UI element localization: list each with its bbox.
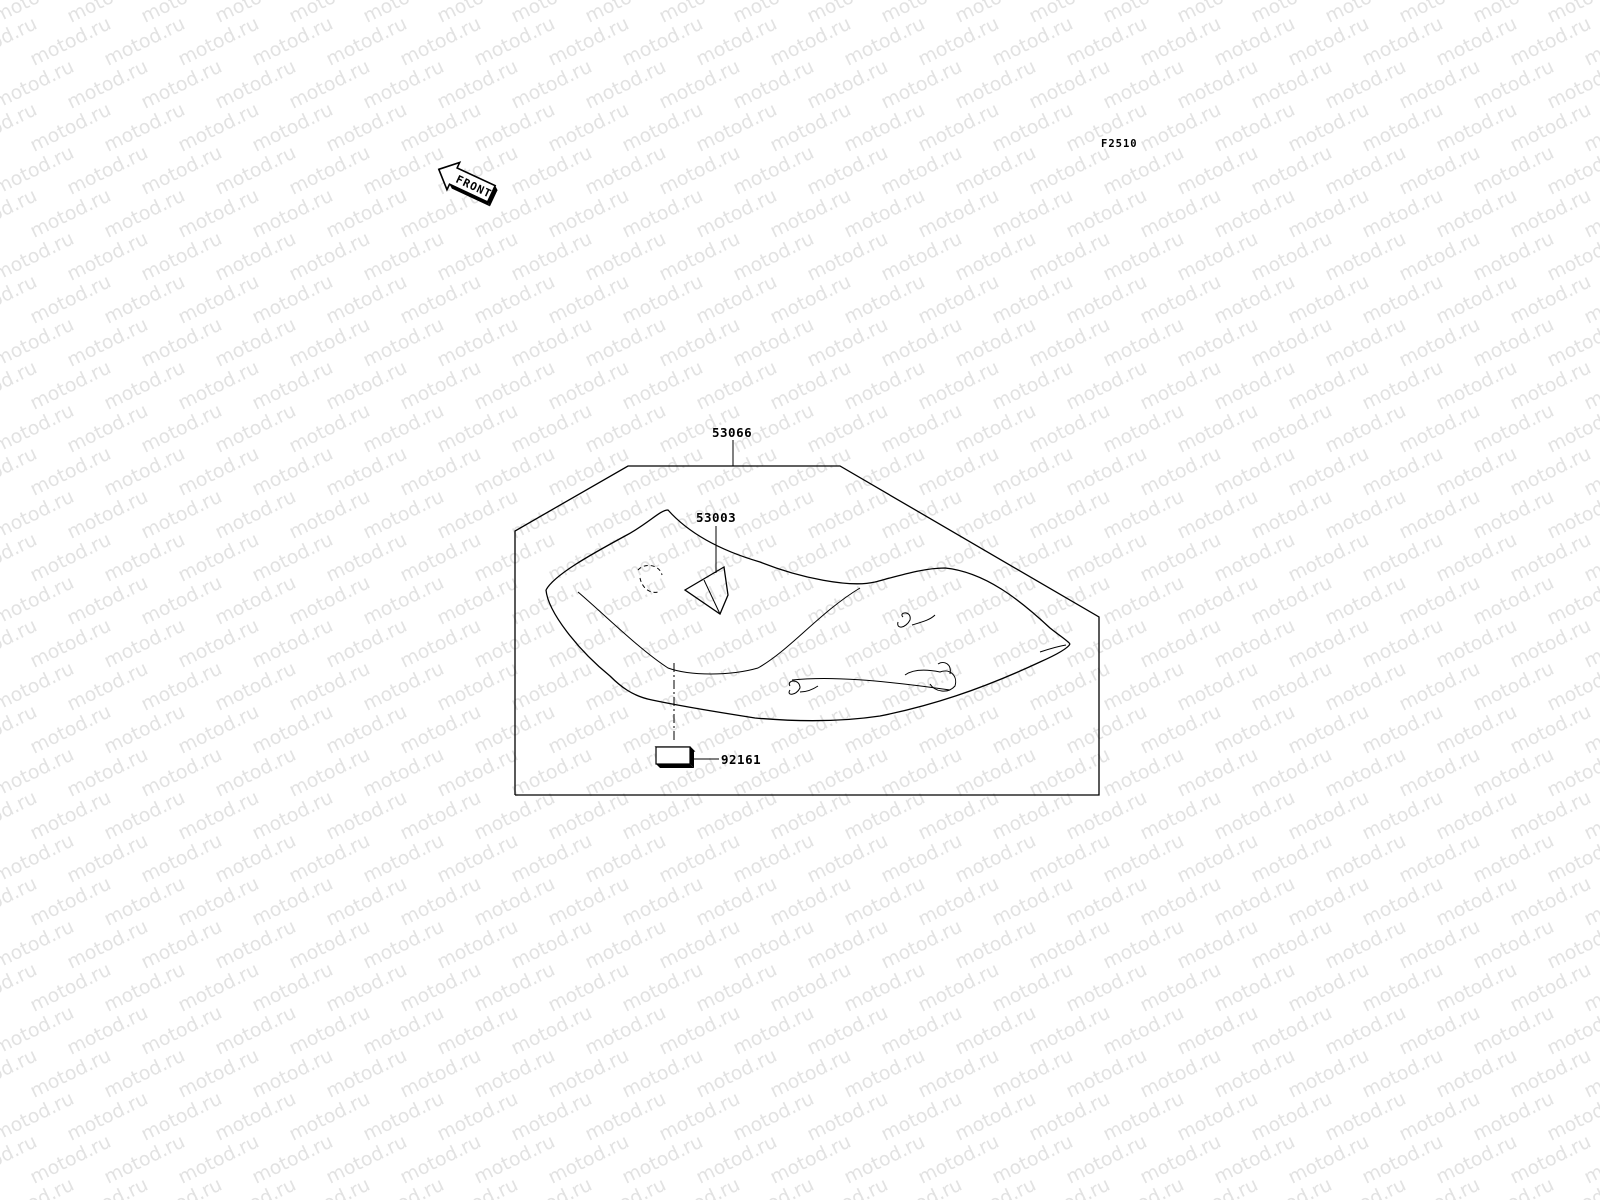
diagram-code: F2510 — [1101, 138, 1138, 150]
seat-drawing — [545, 509, 1071, 722]
assembly-outline — [514, 465, 1100, 796]
front-arrow-icon: FRONT — [437, 161, 498, 207]
part-label-53066[interactable]: 53066 — [712, 425, 752, 440]
damper-block — [654, 746, 696, 768]
part-label-92161[interactable]: 92161 — [721, 752, 761, 767]
part-label-53003[interactable]: 53003 — [696, 510, 736, 525]
